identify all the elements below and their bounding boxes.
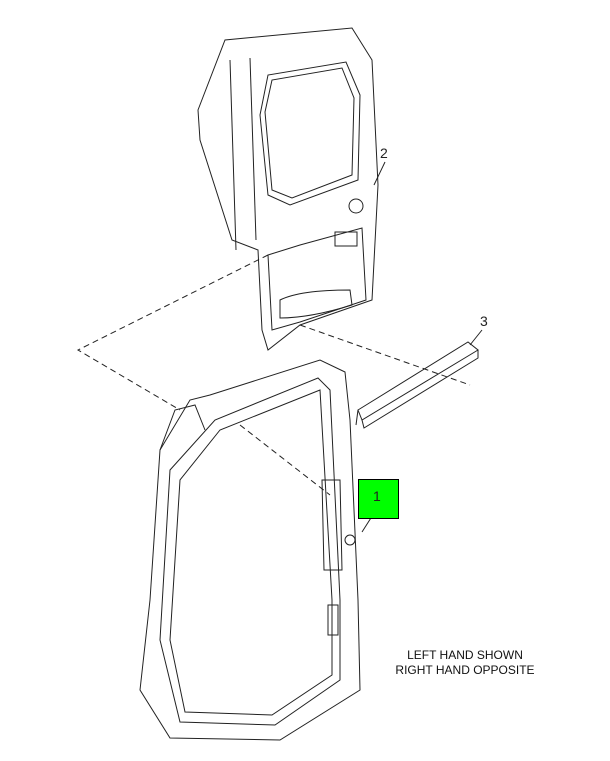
callout-2[interactable]: 2 [380,145,388,161]
door-frame [139,359,361,741]
highlight-box[interactable] [358,479,399,519]
assembly-lines [76,254,471,496]
callout-3[interactable]: 3 [480,313,488,329]
leader-line-2 [373,161,386,186]
callout-1[interactable]: 1 [373,488,381,504]
note-line-2: RIGHT HAND OPPOSITE [395,663,535,677]
orientation-note: LEFT HAND SHOWN RIGHT HAND OPPOSITE [380,648,550,678]
leader-line-3 [469,329,483,346]
note-line-1: LEFT HAND SHOWN [407,648,523,662]
sill-rail [355,341,479,429]
upper-door-panel [197,27,379,351]
